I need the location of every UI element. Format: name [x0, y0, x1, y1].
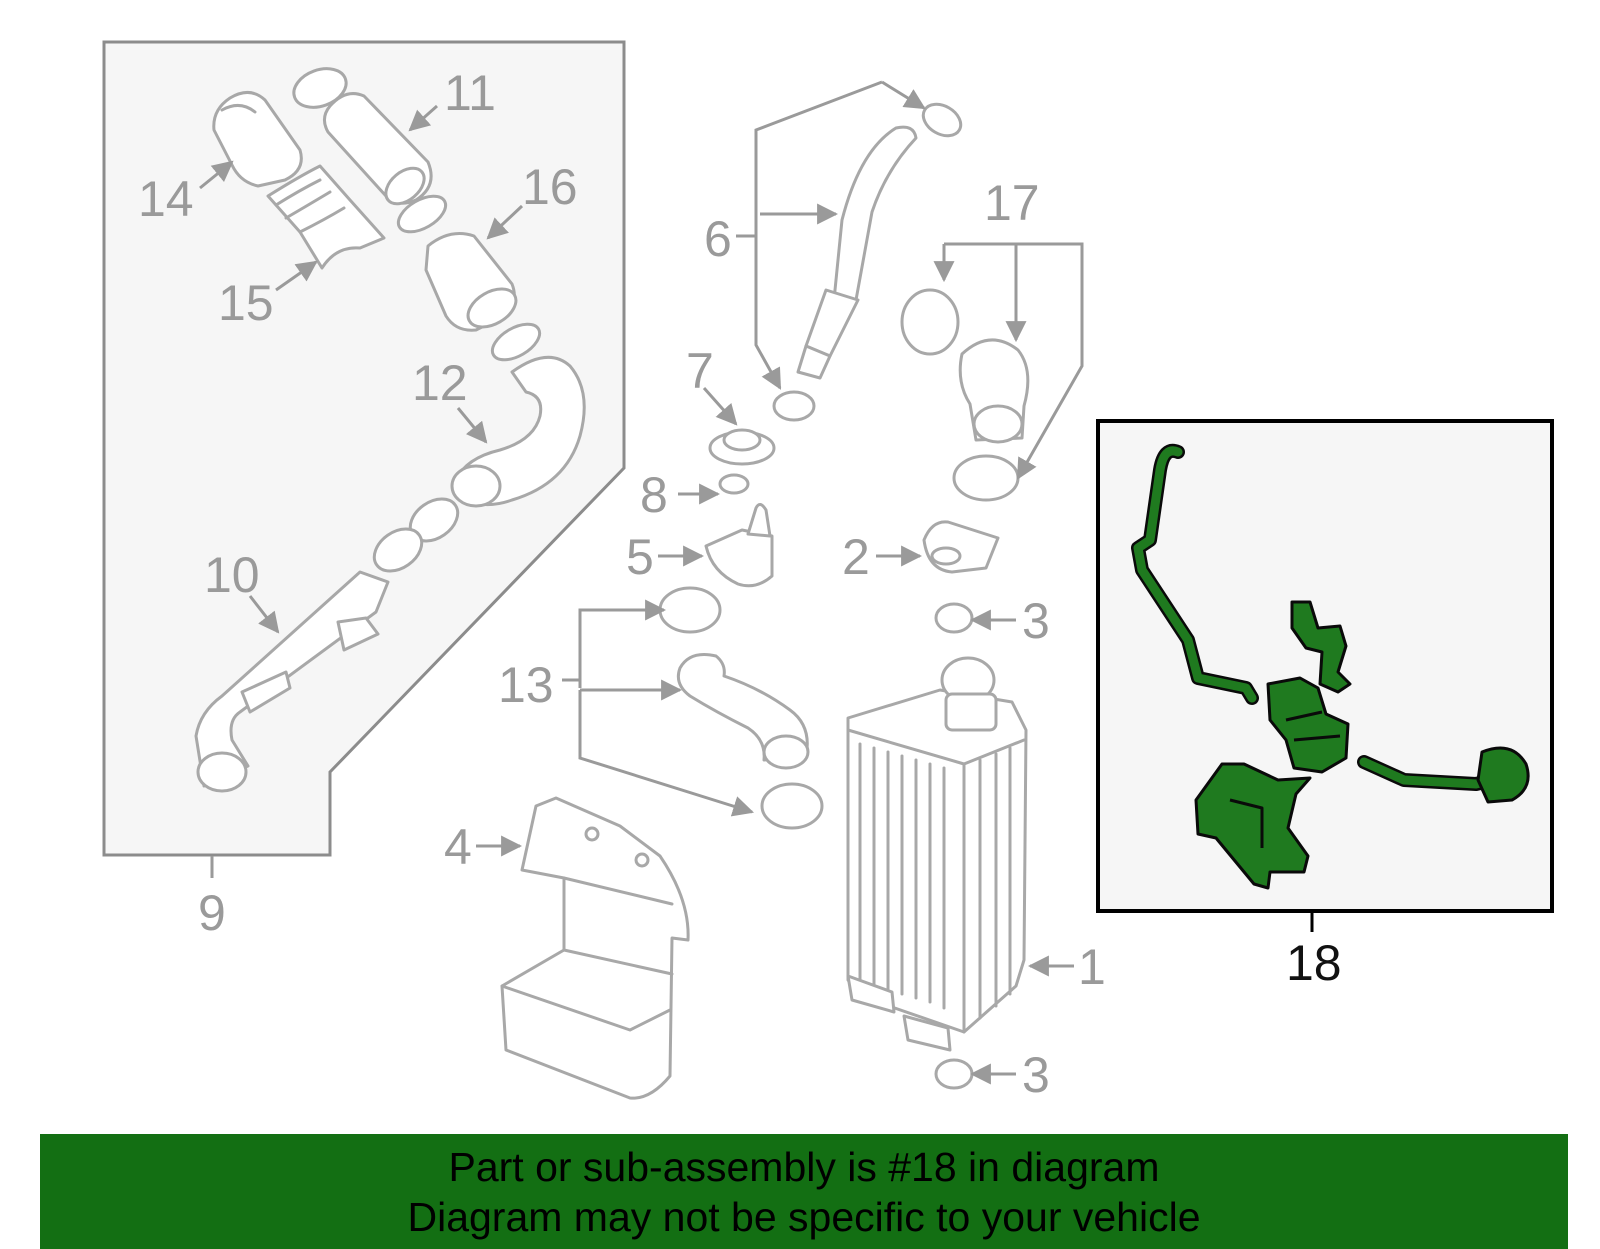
- banner-line-1: Part or sub-assembly is #18 in diagram: [448, 1144, 1160, 1190]
- part-18-mounting-bracket[interactable]: [1194, 762, 1312, 890]
- clamp-16-lower[interactable]: [486, 317, 545, 367]
- part-1-intercooler[interactable]: [846, 656, 1028, 1052]
- part-18-valve-unit[interactable]: [1266, 676, 1350, 774]
- clamp-12-b[interactable]: [366, 520, 429, 579]
- part-10-pipe[interactable]: [194, 570, 390, 793]
- clamp-11-lower[interactable]: [392, 189, 451, 239]
- clamp-top[interactable]: [288, 62, 351, 114]
- clamp-17-bottom[interactable]: [952, 454, 1020, 502]
- clamp-17-top[interactable]: [900, 288, 960, 356]
- part-16-connector[interactable]: [424, 232, 523, 335]
- part-2-bracket[interactable]: [922, 520, 1000, 574]
- part-3-grommet-lower[interactable]: [934, 1058, 974, 1090]
- part-8-washer[interactable]: [718, 473, 750, 495]
- clamp-13-bottom[interactable]: [760, 782, 824, 830]
- part-5-housing[interactable]: [704, 503, 774, 588]
- group-9-panel: [102, 40, 626, 857]
- part-15-hose[interactable]: [266, 164, 386, 270]
- part-18-vent-hose[interactable]: [1131, 443, 1259, 705]
- part-7-cap[interactable]: [708, 428, 776, 466]
- part-4-air-duct[interactable]: [500, 796, 690, 1100]
- clamp-6-bottom[interactable]: [772, 390, 816, 422]
- notice-banner: Part or sub-assembly is #18 in diagram D…: [40, 1134, 1568, 1249]
- part-17-hose[interactable]: [958, 338, 1030, 444]
- part-6-pipe[interactable]: [796, 125, 918, 380]
- clamp-6-top[interactable]: [918, 98, 967, 142]
- part-18-outlet-hose[interactable]: [1357, 746, 1530, 804]
- banner-line-2: Diagram may not be specific to your vehi…: [407, 1194, 1201, 1240]
- part-12-hose[interactable]: [450, 355, 586, 508]
- part-13-hose[interactable]: [676, 653, 810, 770]
- part-3-grommet-upper[interactable]: [934, 602, 974, 634]
- part-18-elbow-connector[interactable]: [1290, 600, 1352, 694]
- part-14-boot[interactable]: [212, 91, 303, 188]
- clamp-13-top[interactable]: [658, 586, 722, 634]
